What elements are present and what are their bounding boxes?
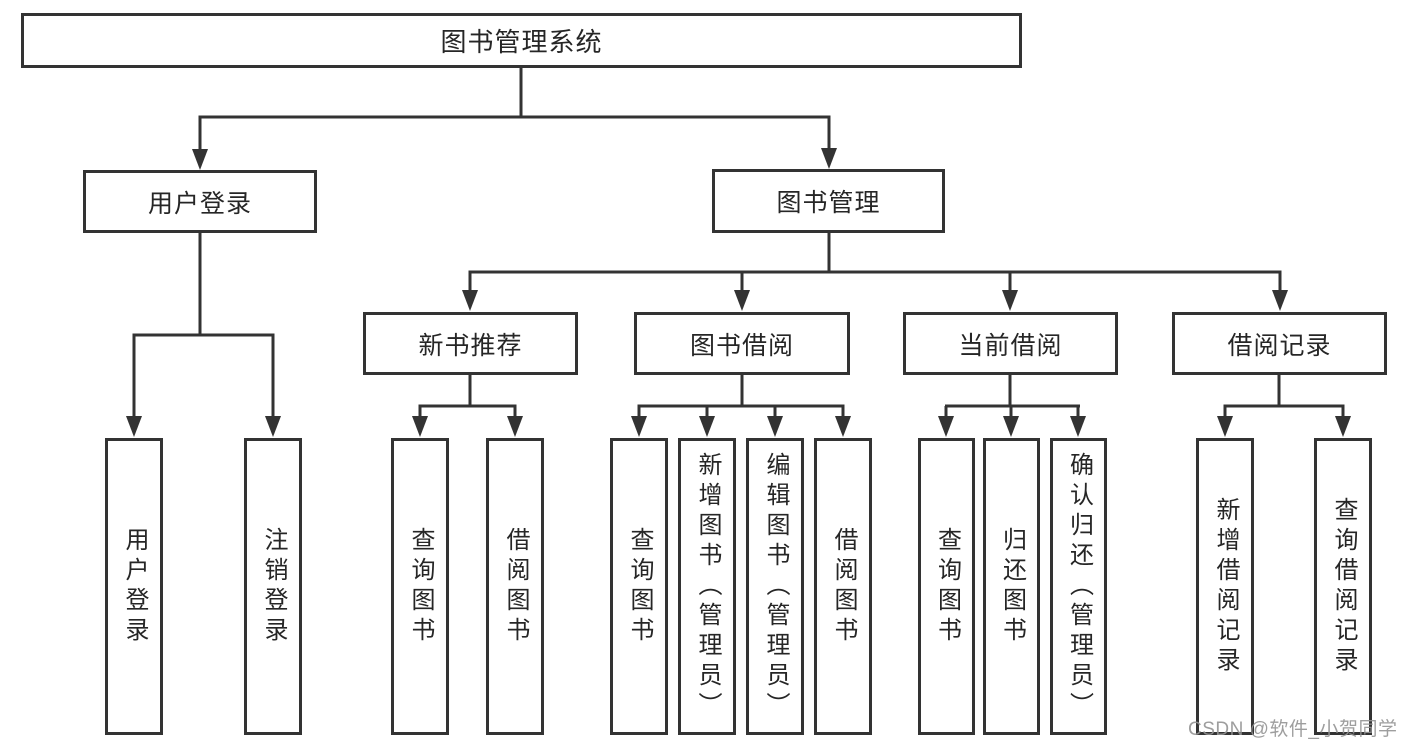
node-user-login-branch: 用户登录 <box>83 170 317 233</box>
leaf-borrow-books-recommend: 借阅图书 <box>486 438 544 735</box>
leaf-query-books-recommend: 查询图书 <box>391 438 449 735</box>
leaf-borrow-books: 借阅图书 <box>814 438 872 735</box>
node-current-borrow: 当前借阅 <box>903 312 1118 375</box>
node-book-management-branch: 图书管理 <box>712 169 945 233</box>
leaf-query-borrow-record: 查询借阅记录 <box>1314 438 1372 735</box>
leaf-add-borrow-record: 新增借阅记录 <box>1196 438 1254 735</box>
leaf-query-books-borrow: 查询图书 <box>610 438 668 735</box>
node-new-book-recommend: 新书推荐 <box>363 312 578 375</box>
leaf-edit-book-admin: 编辑图书（管理员） <box>746 438 804 735</box>
node-book-borrow: 图书借阅 <box>634 312 850 375</box>
leaf-confirm-return-admin: 确认归还（管理员） <box>1050 438 1107 735</box>
node-library-management-system: 图书管理系统 <box>21 13 1022 68</box>
leaf-add-book-admin: 新增图书（管理员） <box>678 438 736 735</box>
leaf-return-book: 归还图书 <box>983 438 1040 735</box>
leaf-query-books-current: 查询图书 <box>918 438 975 735</box>
leaf-user-login: 用户登录 <box>105 438 163 735</box>
csdn-watermark: CSDN @软件_小贺同学 <box>1188 719 1398 740</box>
node-borrow-records: 借阅记录 <box>1172 312 1387 375</box>
leaf-logout: 注销登录 <box>244 438 302 735</box>
